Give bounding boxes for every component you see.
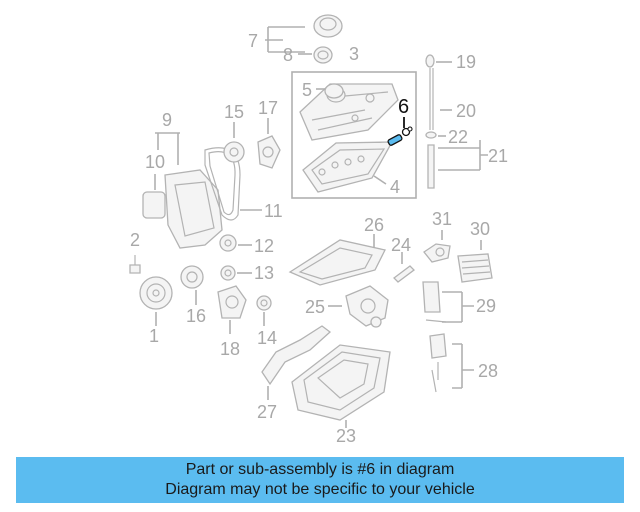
part-22-o-ring[interactable] [425, 131, 437, 139]
part-7-oil-cap[interactable] [313, 14, 343, 38]
callout-22: 22 [448, 127, 468, 147]
part-1-crank-pulley[interactable] [139, 276, 173, 310]
part-10-gasket[interactable] [142, 191, 166, 219]
callout-31: 31 [432, 209, 452, 229]
banner-line-1: Part or sub-assembly is #6 in diagram [185, 461, 455, 478]
part-13-idler[interactable] [220, 265, 236, 281]
part-16-sprocket[interactable] [180, 265, 204, 289]
part-12-idler[interactable] [219, 234, 237, 252]
part-30-oil-cooler[interactable] [457, 253, 493, 283]
part-14-seal[interactable] [256, 295, 272, 311]
part-19-dipstick-handle[interactable] [425, 54, 435, 68]
part-24-gasket[interactable] [393, 265, 415, 283]
callout-9: 9 [162, 110, 172, 130]
callout-1: 1 [149, 326, 159, 346]
part-21-dipstick-tube[interactable] [427, 144, 435, 189]
callout-28: 28 [478, 361, 498, 381]
callout-16: 16 [186, 306, 206, 326]
callout-30: 30 [470, 219, 490, 239]
callout-4: 4 [390, 177, 400, 197]
callout-3: 3 [349, 44, 359, 64]
part-26-baffle[interactable] [288, 239, 386, 286]
part-27-windage[interactable] [261, 325, 332, 386]
part-6-highlighted[interactable] [387, 126, 413, 146]
callout-8: 8 [283, 45, 293, 65]
part-31-sensor[interactable] [423, 243, 451, 263]
info-banner: Part or sub-assembly is #6 in diagram Di… [16, 457, 624, 503]
part-5-cap[interactable] [324, 83, 344, 99]
part-17-tensioner[interactable] [257, 135, 281, 169]
callout-11: 11 [264, 201, 283, 221]
part-15-pulley[interactable] [223, 141, 245, 163]
callout-2: 2 [130, 230, 140, 250]
callout-5: 5 [302, 80, 312, 100]
callout-13: 13 [254, 263, 274, 283]
part-3-valve-cover[interactable] [299, 83, 399, 141]
valve-cover-group-box [291, 71, 417, 199]
callout-19: 19 [456, 52, 476, 72]
callout-20: 20 [456, 101, 476, 121]
callout-18: 18 [220, 339, 240, 359]
callout-29: 29 [476, 296, 496, 316]
callout-12: 12 [254, 236, 274, 256]
part-23-oil-pan[interactable] [291, 344, 391, 421]
callout-15: 15 [224, 102, 244, 122]
banner-line-2: Diagram may not be specific to your vehi… [165, 481, 475, 498]
callout-7: 7 [248, 31, 258, 51]
exploded-parts-diagram: 7 8 3 5 4 6 19 20 22 [129, 14, 508, 446]
part-2-bolt[interactable] [129, 255, 141, 274]
part-29-filter[interactable] [422, 281, 447, 323]
part-4-valve-cover-gasket[interactable] [302, 141, 394, 193]
callout-6: 6 [398, 96, 409, 118]
part-28-filter-housing[interactable] [429, 333, 447, 393]
callout-26: 26 [364, 215, 384, 235]
callout-21: 21 [488, 146, 508, 166]
part-25-oil-pump[interactable] [345, 285, 389, 328]
callout-23: 23 [336, 426, 356, 446]
callout-27: 27 [257, 402, 277, 422]
part-20-dipstick[interactable] [429, 68, 434, 130]
part-8-cap-gasket[interactable] [313, 46, 333, 64]
callout-14: 14 [257, 328, 277, 348]
callout-25: 25 [305, 297, 325, 317]
part-9-timing-cover[interactable] [164, 169, 223, 249]
part-18-water-pump[interactable] [217, 285, 247, 319]
callout-10: 10 [145, 152, 165, 172]
callout-24: 24 [391, 235, 411, 255]
callout-17: 17 [258, 98, 278, 118]
